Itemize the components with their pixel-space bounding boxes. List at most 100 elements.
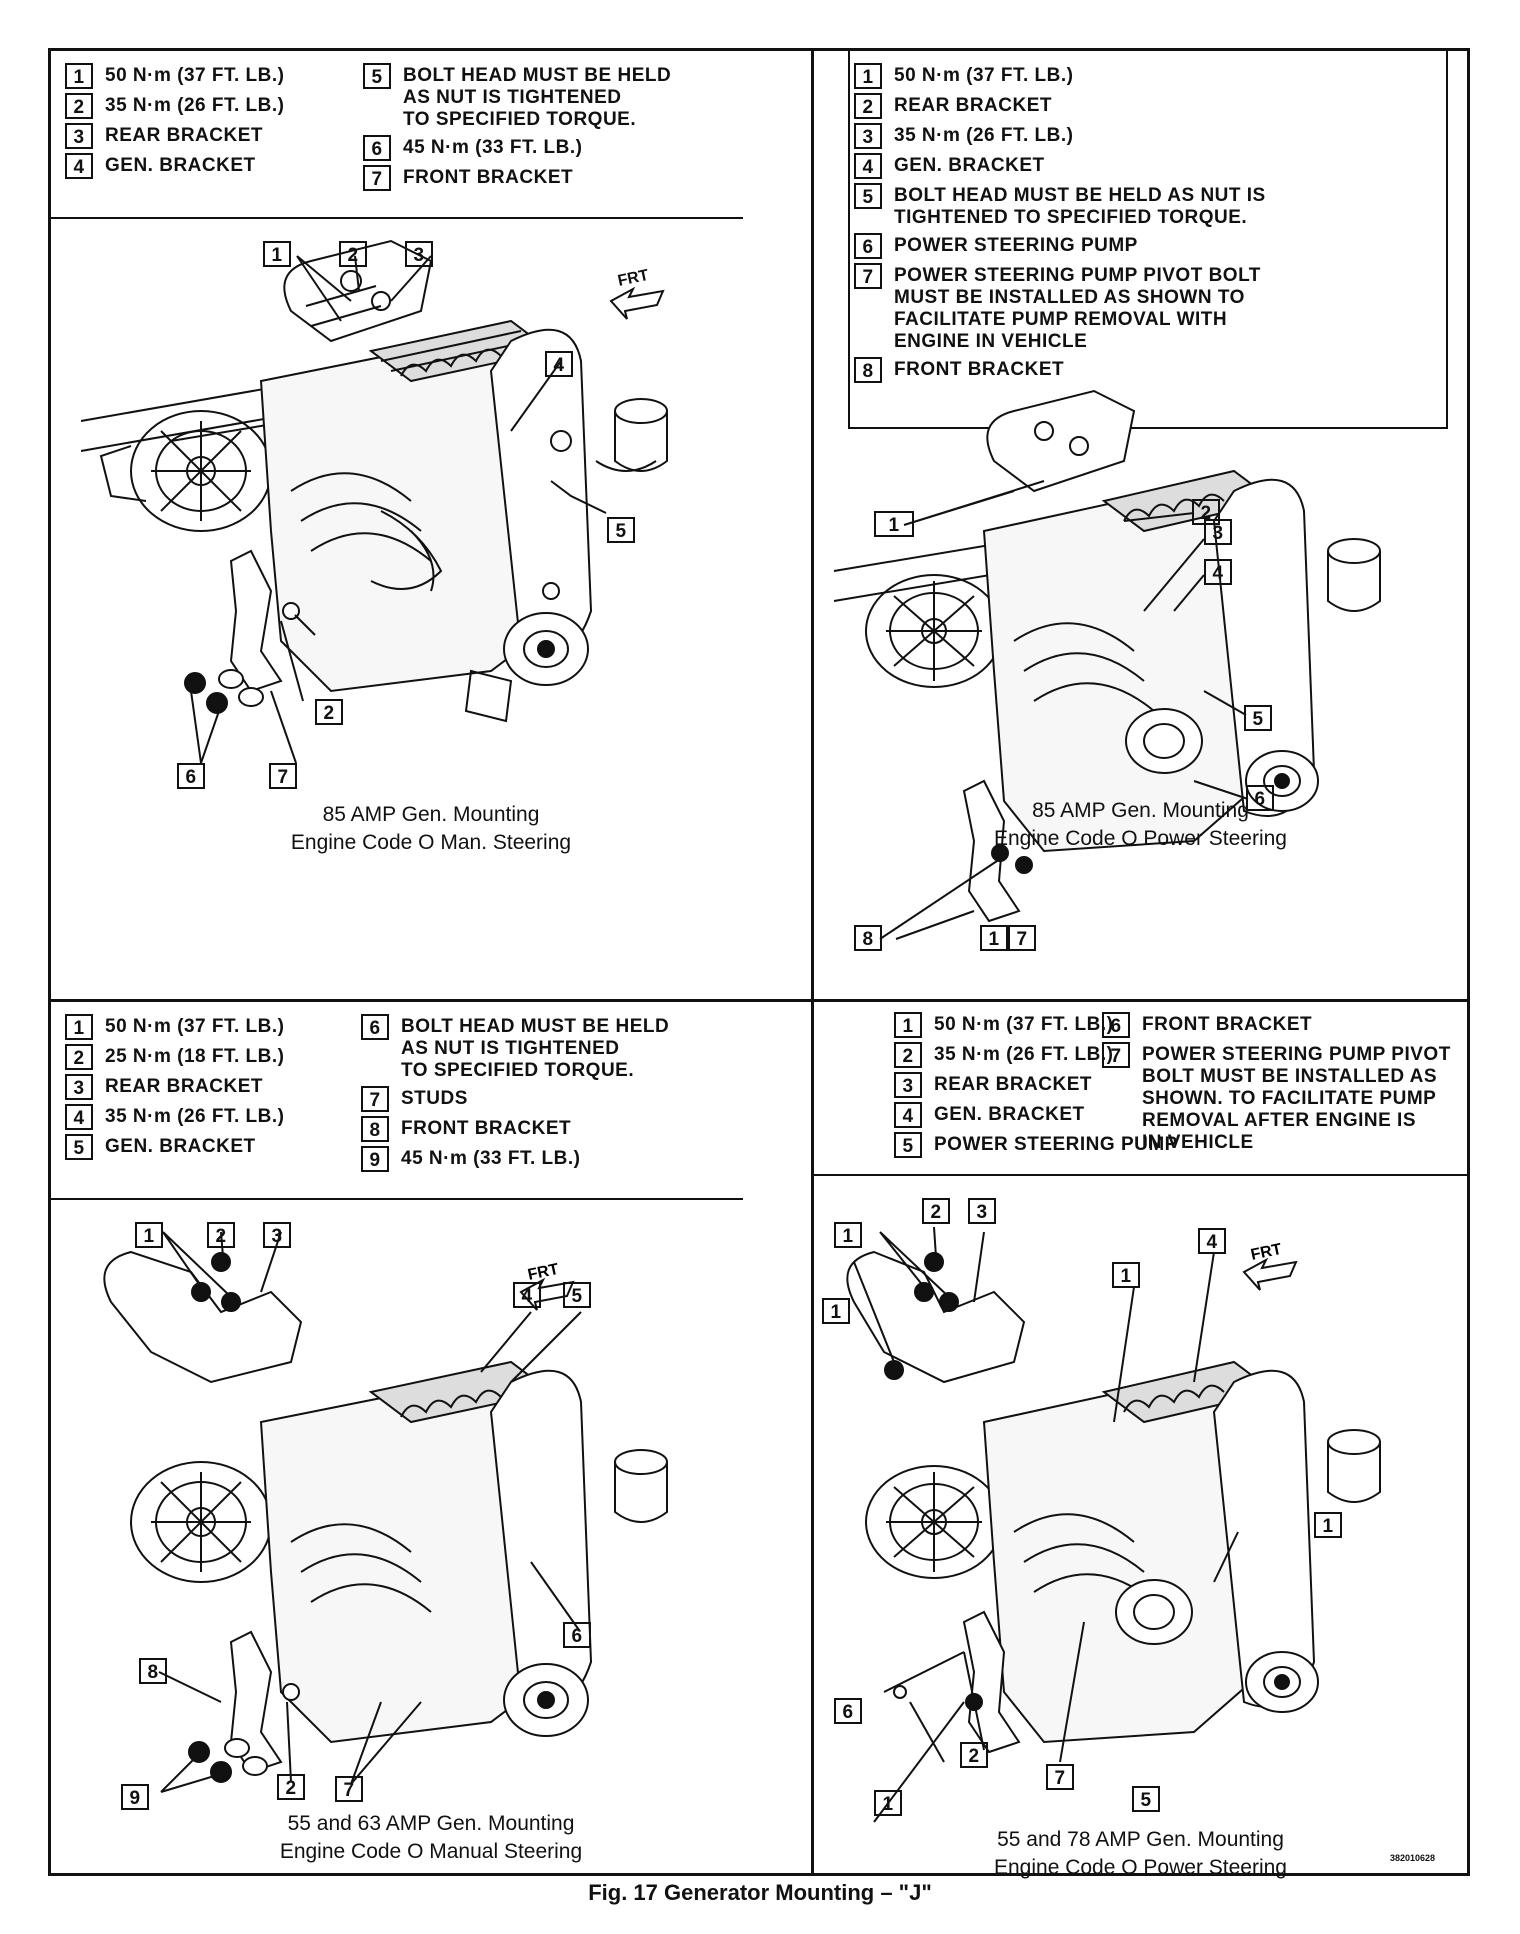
callout-1: 1 <box>874 511 914 537</box>
legend-number: 3 <box>894 1072 922 1098</box>
legend-number: 3 <box>65 123 93 149</box>
legend-number: 6 <box>361 1014 389 1040</box>
callout-1-b: 1 <box>822 1298 850 1324</box>
callout-2: 2 <box>339 241 367 267</box>
legend-number: 5 <box>65 1134 93 1160</box>
callout-4: 4 <box>1198 1228 1226 1254</box>
legend-rule <box>814 1174 1467 1176</box>
callout-4: 4 <box>513 1282 541 1308</box>
legend-text: POWER STEERING PUMP <box>894 235 1138 256</box>
legend-item: 8 FRONT BRACKET <box>361 1116 669 1142</box>
legend-number: 1 <box>854 63 882 89</box>
legend-text: POWER STEERING PUMP <box>934 1134 1178 1155</box>
legend-number: 8 <box>361 1116 389 1142</box>
legend-text: GEN. BRACKET <box>934 1104 1085 1125</box>
legend-text: 50 N·m (37 FT. LB.) <box>105 1016 285 1037</box>
legend-text: GEN. BRACKET <box>105 1136 256 1157</box>
callout-9: 9 <box>121 1784 149 1810</box>
callout-2-lower: 2 <box>315 699 343 725</box>
legend-number: 7 <box>1102 1042 1130 1068</box>
caption-line-1: 85 AMP Gen. Mounting <box>1032 799 1249 822</box>
legend-item: 6 POWER STEERING PUMP <box>854 233 1444 259</box>
legend-text: 50 N·m (37 FT. LB.) <box>105 65 285 86</box>
legend-text: REAR BRACKET <box>934 1074 1092 1095</box>
callout-2-lower: 2 <box>960 1742 988 1768</box>
legend-text: FRONT BRACKET <box>401 1118 572 1139</box>
legend-number: 1 <box>65 1014 93 1040</box>
callout-4: 4 <box>545 351 573 377</box>
callout-3: 3 <box>263 1222 291 1248</box>
legend-number: 1 <box>65 63 93 89</box>
caption-line-2: Engine Code O Manual Steering <box>279 1840 583 1863</box>
frt-label: FRT <box>616 267 650 290</box>
callout-6: 6 <box>1246 785 1274 811</box>
callout-1-lower: 1 <box>980 925 1008 951</box>
legend-text: FRONT BRACKET <box>1142 1014 1313 1035</box>
legend-rule <box>51 217 743 219</box>
callout-3: 3 <box>968 1198 996 1224</box>
caption-line-2: Engine Code O Power Steering <box>993 1856 1287 1879</box>
panel-caption: 55 and 78 AMP Gen. Mounting Engine Code … <box>814 1826 1467 1882</box>
callout-2: 2 <box>1192 499 1220 525</box>
legend-text: 35 N·m (26 FT. LB.) <box>894 125 1074 146</box>
legend-text: REAR BRACKET <box>894 95 1052 116</box>
legend-text: STUDS <box>401 1088 468 1109</box>
legend-item: 7 POWER STEERING PUMP PIVOT BOLT MUST BE … <box>854 263 1444 353</box>
legend-number: 9 <box>361 1146 389 1172</box>
vertical-divider <box>811 51 814 1873</box>
legend-number: 2 <box>65 1044 93 1070</box>
callout-2-lower: 2 <box>277 1774 305 1800</box>
legend-number: 2 <box>65 93 93 119</box>
legend-text: GEN. BRACKET <box>894 155 1045 176</box>
legend-text: 25 N·m (18 FT. LB.) <box>105 1046 285 1067</box>
legend-text: FRONT BRACKET <box>894 359 1065 380</box>
legend-number: 4 <box>854 153 882 179</box>
caption-line-1: 85 AMP Gen. Mounting <box>322 803 540 826</box>
callout-2: 2 <box>922 1198 950 1224</box>
panel-caption: 85 AMP Gen. Mounting Engine Code O Man. … <box>51 801 811 857</box>
legend-item: 7 STUDS <box>361 1086 669 1112</box>
legend-text: 45 N·m (33 FT. LB.) <box>401 1148 581 1169</box>
callout-1-a: 1 <box>834 1222 862 1248</box>
legend-item: 3 REAR BRACKET <box>894 1072 1178 1098</box>
legend-item: 9 45 N·m (33 FT. LB.) <box>361 1146 669 1172</box>
legend-number: 4 <box>894 1102 922 1128</box>
horizontal-divider <box>51 999 1467 1002</box>
legend-number: 7 <box>361 1086 389 1112</box>
legend-number: 7 <box>854 263 882 289</box>
engine-diagram: FRT <box>80 239 668 764</box>
legend-number: 4 <box>65 1104 93 1130</box>
legend-text: 50 N·m (37 FT. LB.) <box>934 1014 1114 1035</box>
callout-8: 8 <box>854 925 882 951</box>
legend-text: POWER STEERING PUMP PIVOT BOLT MUST BE I… <box>894 265 1261 352</box>
legend-number: 2 <box>854 93 882 119</box>
callout-1: 1 <box>135 1222 163 1248</box>
callout-1-e: 1 <box>874 1790 902 1816</box>
callout-5: 5 <box>607 517 635 543</box>
legend-rule <box>51 1198 743 1200</box>
engine-diagram <box>833 389 1381 940</box>
legend-text: BOLT HEAD MUST BE HELD AS NUT IS TIGHTEN… <box>894 185 1266 228</box>
callout-7: 7 <box>269 763 297 789</box>
caption-line-2: Engine Code O Power Steering <box>993 827 1287 850</box>
legend-number: 2 <box>894 1042 922 1068</box>
legend-number: 6 <box>854 233 882 259</box>
